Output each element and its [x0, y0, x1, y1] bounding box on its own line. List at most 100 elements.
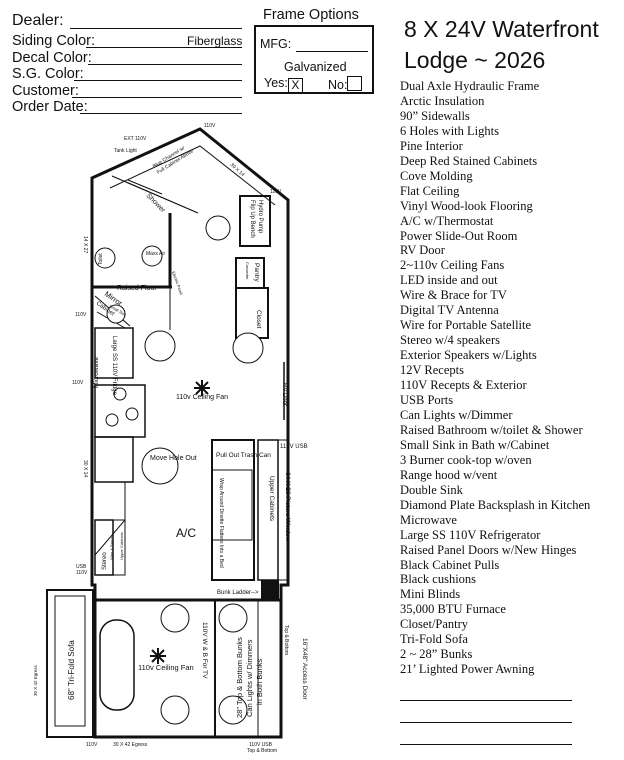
order-date-label: Order Date: — [12, 99, 88, 115]
plan-label-raised-floor: Raised Floor — [117, 285, 157, 292]
frame-options-title: Frame Options — [263, 7, 359, 23]
siding-color-label: Siding Color: — [12, 33, 96, 49]
galvanized-yes: Yes:X — [264, 76, 303, 93]
yes-label: Yes: — [264, 76, 288, 90]
plan-sink-bath — [106, 304, 126, 324]
plan-label-fridge: Large SS 110V Fridge — [111, 336, 117, 396]
plan-label-microwave: Microwave — [93, 357, 100, 388]
ceiling-fan-icon — [194, 380, 210, 396]
sg-color-label: S.G. Color: — [12, 66, 84, 82]
siding-color-field[interactable] — [86, 47, 242, 48]
blank-line[interactable] — [400, 744, 572, 745]
plan-label-bunks: 28" Top & Bottom Bunks — [235, 637, 244, 718]
no-checkbox[interactable] — [347, 76, 363, 91]
model-title: 8 X 24V Waterfront Lodge ~ 2026 — [404, 14, 599, 76]
plan-nose-inner — [109, 145, 276, 206]
feature-item: 35,000 BTU Furnace — [400, 602, 506, 617]
plan-label-dim-30x42-bottom: 30 X 42 Egress — [113, 742, 148, 748]
feature-item: Double Sink — [400, 482, 463, 497]
no-label: No: — [328, 78, 348, 92]
plan-sofa — [46, 589, 94, 738]
feature-item: Raised Bathroom w/toilet & Shower — [400, 422, 583, 437]
plan-label-wrap-around: Wrap Around Dinette Flattens Into a Bed — [218, 478, 224, 568]
plan-label-top-bottom-bottom: Top & Bottom — [247, 748, 277, 754]
plan-label-v110-left2: 110V — [72, 380, 84, 386]
plan-label-maxx-air: Maxx Air — [146, 251, 166, 257]
order-date-field[interactable] — [80, 113, 242, 114]
feature-item: Microwave — [400, 512, 457, 527]
siding-color-value: Fiberglass — [187, 34, 243, 48]
feature-item: Power Slide-Out Room — [400, 228, 518, 243]
plan-sink — [94, 436, 134, 483]
plan-label-shower: Shower — [145, 192, 167, 214]
feature-item: RV Door — [400, 243, 445, 258]
plan-label-picture-window: 64 X 28 Picture Window — [284, 472, 291, 542]
feature-item: Range hood w/vent — [400, 467, 498, 482]
plan-label-usb-left: USB — [76, 564, 87, 570]
plan-label-upper-cabinets: Upper Cabinets — [268, 476, 275, 522]
mfg-field[interactable] — [296, 51, 368, 52]
plan-label-v110-top: 110V — [204, 123, 216, 129]
customer-field[interactable] — [72, 97, 242, 98]
decal-color-field[interactable] — [88, 64, 242, 65]
plan-closet — [235, 287, 269, 339]
feature-item: Arctic Insulation — [400, 93, 485, 108]
plan-shower-wall — [111, 175, 199, 214]
dealer-field[interactable] — [70, 28, 242, 29]
yes-checkbox[interactable]: X — [287, 78, 303, 93]
feature-item: 110V Recepts & Exterior — [400, 378, 527, 393]
plan-label-dim-30x14-left: 30 X 14 — [82, 460, 88, 477]
plan-label-closet: Closet — [255, 310, 262, 329]
blank-line[interactable] — [400, 700, 572, 701]
plan-maxx-air — [141, 245, 163, 267]
feature-item: Deep Red Stained Cabinets — [400, 153, 538, 168]
frame-options-box: MFG: Galvanized Yes:X No: — [254, 25, 374, 94]
plan-label-ceiling-fan-top: 110v Ceiling Fan — [176, 394, 228, 401]
plan-fridge — [94, 327, 134, 379]
feature-item: Pine Interior — [400, 138, 463, 153]
decal-color-label: Decal Color: — [12, 50, 92, 66]
feature-item: Black cushions — [400, 572, 477, 587]
plan-label-flip-bench: Flip Up Bench — [249, 200, 255, 238]
plan-label-access-door: 16"X48" Access Door — [301, 638, 308, 701]
feature-item: Digital TV Antenna — [400, 303, 499, 318]
plan-label-hydro-pump: Hydro Pump — [257, 200, 263, 234]
plan-label-toilet: Toilet — [98, 253, 104, 265]
feature-item: Can Lights w/Dimmer — [400, 407, 513, 422]
plan-label-ac: A/C — [176, 526, 196, 540]
plan-outer-wall — [90, 127, 290, 739]
plan-label-v110-right: 110V — [270, 189, 282, 195]
plan-label-in-both: in Both Bunks — [255, 658, 264, 705]
sg-color-field[interactable] — [74, 80, 242, 81]
feature-item: 3 Burner cook-top w/oven — [400, 452, 532, 467]
plan-label-pantry: Pantry — [253, 263, 260, 283]
feature-item: Mini Blinds — [400, 587, 461, 602]
feature-item: Exterior Speakers w/Lights — [400, 348, 537, 363]
feature-item: Wire & Brace for TV — [400, 288, 507, 303]
plan-toilet — [94, 247, 116, 269]
feature-item: Raised Panel Doors w/New Hinges — [400, 542, 577, 557]
feature-item: Diamond Plate Backsplash in Kitchen — [400, 497, 591, 512]
feature-item: A/C w/Thermostat — [400, 213, 494, 228]
plan-label-wb-tv: 110V W & B For TV — [201, 622, 208, 679]
ceiling-fan-icon — [150, 648, 166, 664]
plan-label-bunk-ladder: Bunk Ladder--> — [217, 590, 259, 596]
blank-line[interactable] — [400, 722, 572, 723]
plan-label-v110-left3: 110V — [76, 570, 88, 576]
plan-label-v110-bottom: 110V — [86, 742, 98, 748]
plan-label-top-bottom-v: Top & Bottom — [283, 625, 289, 655]
feature-item: Tri-Fold Sofa — [400, 632, 468, 647]
plan-label-move-hole: Move Hole Out — [150, 455, 197, 462]
plan-label-v110-usb-bottom: 110V USB — [249, 742, 273, 748]
plan-label-electric-panel: Electric Panel — [171, 271, 184, 296]
plan-label-wire-tv: Wire & Brace — [109, 536, 114, 560]
plan-label-converter: Converter — [245, 262, 250, 280]
feature-item: Cove Molding — [400, 168, 473, 183]
plan-label-sofa: 68" Tri-Fold Sofa — [67, 640, 76, 700]
feature-item: Large SS 110V Refrigerator — [400, 527, 541, 542]
feature-item: Stereo w/4 speakers — [400, 333, 500, 348]
galvanized-no: No: — [328, 76, 363, 92]
plan-label-dim-14x27: 14 X 27 — [82, 236, 88, 253]
